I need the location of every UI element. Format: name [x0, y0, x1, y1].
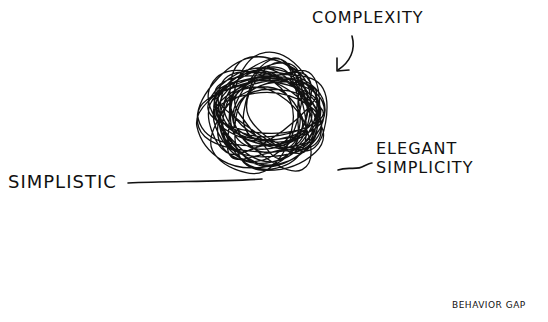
arrow-line	[338, 36, 353, 70]
title-label: COMPLEXITY	[312, 8, 423, 27]
axis-label: ELEGANT SIMPLICITY	[376, 139, 501, 177]
watermark: BEHAVIOR GAP	[452, 300, 526, 311]
arrow-head	[337, 58, 349, 71]
elegant-line	[338, 163, 372, 170]
simplistic-line	[128, 179, 262, 183]
axis-label: SIMPLISTIC	[8, 171, 117, 193]
complexity-scribble	[197, 52, 327, 174]
